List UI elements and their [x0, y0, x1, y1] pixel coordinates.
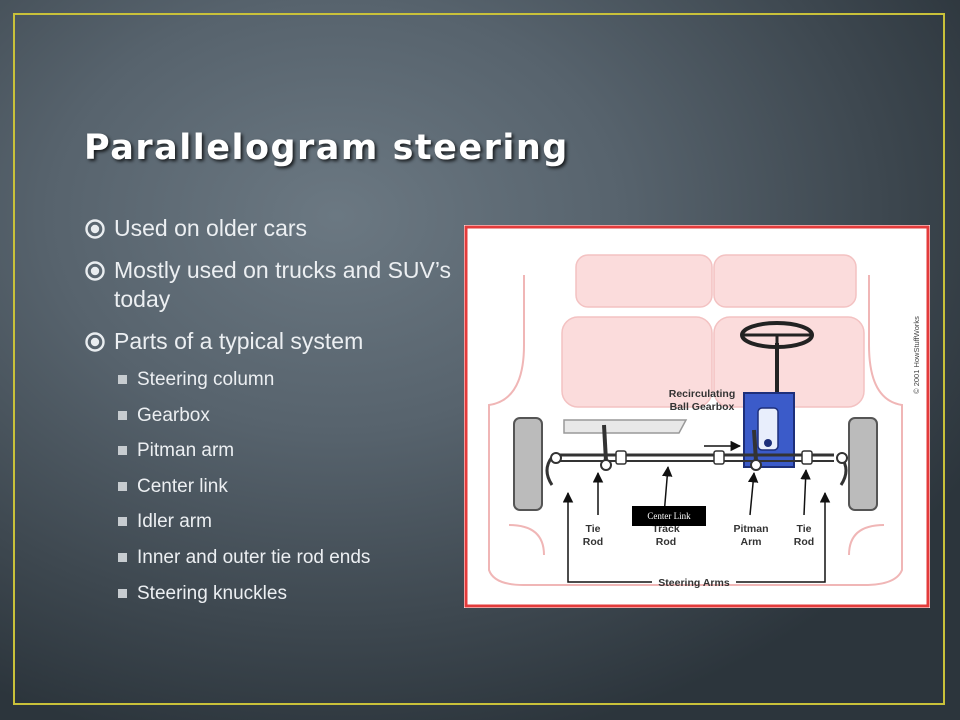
seat-right: [713, 254, 865, 408]
pitman-joint: [750, 459, 762, 471]
slide-title: Parallelogram steering: [84, 128, 569, 168]
pitman-arm: [752, 429, 758, 462]
bullet-item: Parts of a typical system: [84, 327, 456, 356]
square-bullet-icon: [118, 375, 127, 384]
sub-bullet-item: Inner and outer tie rod ends: [118, 547, 456, 569]
circle-bullet-icon: [85, 261, 105, 281]
tie-rod-end-right: [836, 452, 848, 464]
frame-rail: [563, 419, 688, 434]
gearbox-label-line2: Ball Gearbox: [670, 401, 735, 413]
pitman-arm-label-line2: Arm: [740, 536, 761, 548]
steering-arms-bracket-right: [736, 491, 831, 583]
wheel-left: [513, 417, 543, 511]
sub-bullet-list: Steering column Gearbox Pitman arm Cente…: [118, 369, 456, 605]
steering-diagram: © 2001 HowStuffWorks Recirculating Ball …: [464, 225, 930, 608]
steering-diagram-svg: © 2001 HowStuffWorks Recirculating Ball …: [464, 225, 930, 608]
slide-frame: [13, 13, 945, 705]
copyright-label: © 2001 HowStuffWorks: [912, 316, 921, 394]
bullet-text: Used on older cars: [114, 215, 308, 241]
bullet-text: Parts of a typical system: [114, 328, 364, 354]
center-link-overlay-label: Center Link: [647, 511, 691, 521]
bullet-text: Mostly used on trucks and SUV’s today: [114, 257, 452, 312]
tie-rod-adjuster-center: [713, 450, 725, 465]
wheel-right: [848, 417, 878, 511]
circle-bullet-icon: [85, 219, 105, 239]
tie-rod-right-arrow: [800, 468, 811, 516]
sub-bullet-text: Steering knuckles: [137, 582, 287, 604]
square-bullet-icon: [118, 552, 127, 562]
bullet-item: Mostly used on trucks and SUV’s today: [84, 256, 456, 314]
sub-bullet-text: Pitman arm: [137, 440, 235, 462]
steering-arms-bracket-left: [562, 491, 652, 583]
sub-bullet-text: Inner and outer tie rod ends: [137, 546, 371, 568]
tie-rod-left-label-line2: Rod: [583, 536, 603, 548]
sub-bullet-item: Gearbox: [118, 405, 456, 427]
tie-rod-adjuster-right: [801, 450, 813, 465]
center-link-overlay: [632, 506, 706, 526]
steering-arms-label: Steering Arms: [658, 577, 730, 589]
sub-bullet-text: Idler arm: [137, 511, 212, 533]
square-bullet-icon: [118, 410, 127, 420]
sub-bullet-text: Steering column: [137, 369, 275, 390]
square-bullet-icon: [118, 588, 127, 598]
track-rod-label-line2: Rod: [656, 536, 676, 548]
tie-rod-right-label-line1: Tie: [797, 523, 812, 535]
sub-bullet-text: Gearbox: [137, 404, 210, 426]
idler-arm: [602, 424, 608, 462]
sub-bullet-item: Steering knuckles: [118, 583, 456, 605]
square-bullet-icon: [118, 517, 127, 527]
pitman-arm-label-line1: Pitman: [733, 523, 768, 535]
gearbox-label-line1: Recirculating: [669, 388, 736, 400]
fender-right: [848, 524, 885, 556]
tie-rod-adjuster-left: [615, 450, 627, 465]
gearbox-bolt: [764, 439, 772, 447]
bullet-item: Used on older cars: [84, 214, 456, 243]
tie-rod-end-left: [550, 452, 562, 464]
sub-bullet-item: Center link: [118, 476, 456, 498]
tie-rod-right-label-line2: Rod: [794, 536, 814, 548]
sub-bullet-item: Steering column: [118, 369, 456, 391]
bullet-list: Used on older cars Mostly used on trucks…: [84, 214, 456, 618]
car-body-outline: [488, 275, 903, 586]
gearbox-shaft: [757, 407, 779, 451]
pitman-arm-arrow: [747, 471, 759, 516]
sub-bullet-item: Idler arm: [118, 511, 456, 533]
circle-bullet-icon: [85, 332, 105, 352]
fender-left: [508, 524, 545, 556]
square-bullet-icon: [118, 446, 127, 456]
sub-bullet-text: Center link: [137, 475, 228, 497]
square-bullet-icon: [118, 481, 127, 491]
sub-bullet-item: Pitman arm: [118, 440, 456, 462]
idler-joint: [600, 459, 612, 471]
tie-rod-left-label-line1: Tie: [586, 523, 601, 535]
seat-left: [561, 254, 713, 408]
